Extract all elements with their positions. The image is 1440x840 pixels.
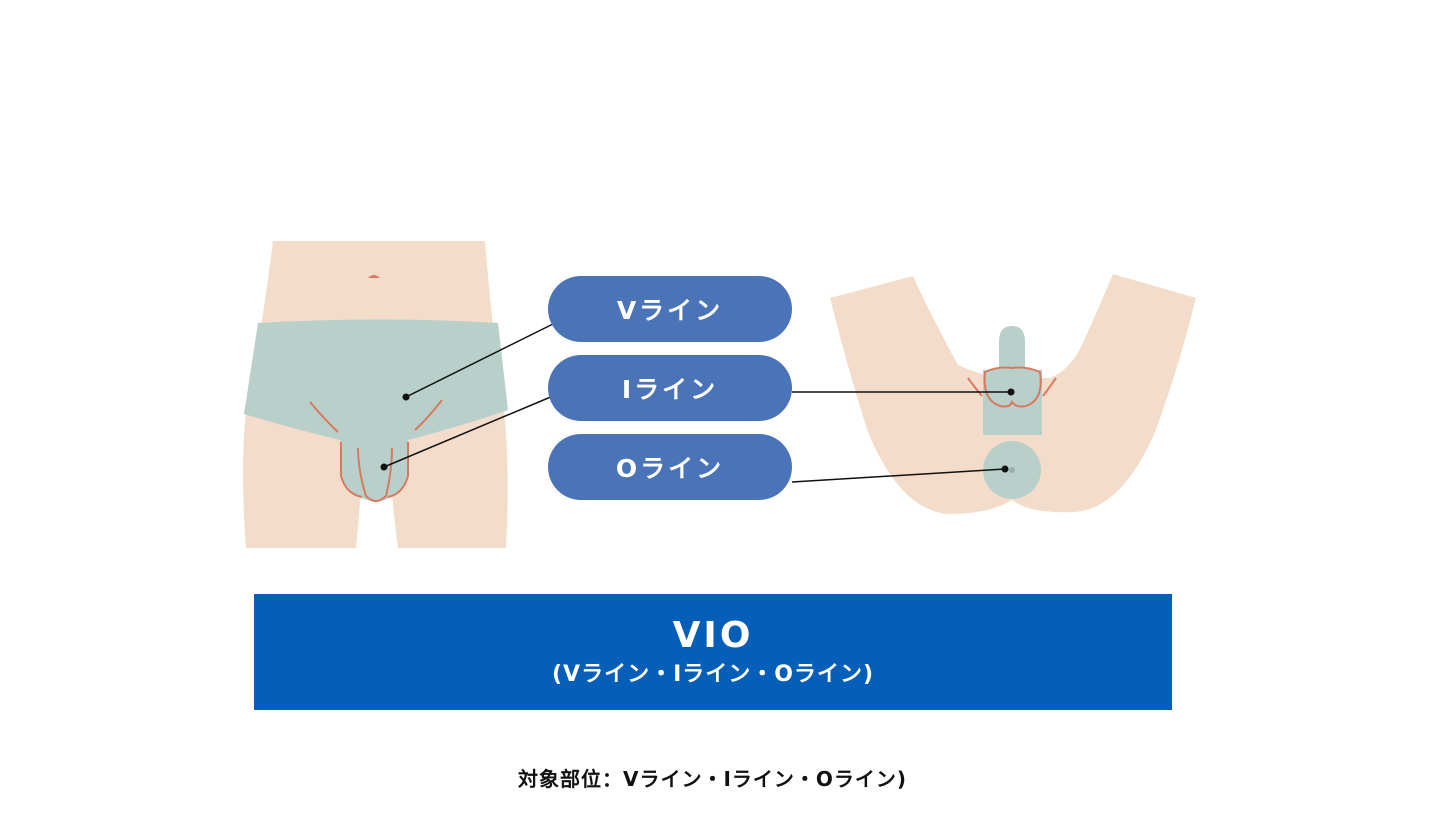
banner-title: VIO [672,615,754,656]
leader-dots [380,388,1015,473]
target-area-caption: 対象部位：Vライン・Iライン・Oライン) [517,767,908,791]
back-fold-left [967,377,983,397]
back-i-zone-outline [983,366,1042,408]
navel [368,275,380,278]
label-o-line: Oライン [548,434,792,500]
back-o-zone-center [1009,467,1015,473]
leader-dot-i-front [380,463,388,471]
leader-lines [383,322,1011,483]
label-i-line: Iライン [548,355,792,421]
front-fold-right [414,399,443,431]
leader-dot-v [402,393,410,401]
leader-dot-i-back [1007,388,1015,396]
leader-line-v [405,322,556,398]
front-fold-left [309,401,339,433]
front-underwear [244,319,508,440]
leader-line-i-front [383,395,554,468]
front-crotch-outline [340,442,409,502]
banner-subtitle: (Vライン・Iライン・Oライン) [551,662,875,687]
vio-banner: VIO (Vライン・Iライン・Oライン) [254,594,1172,710]
front-view-figure [243,241,508,548]
label-v-line: Vライン [548,276,792,342]
leader-line-o [791,468,1006,483]
back-fold-right [1042,377,1057,397]
leader-dot-o [1001,465,1009,473]
